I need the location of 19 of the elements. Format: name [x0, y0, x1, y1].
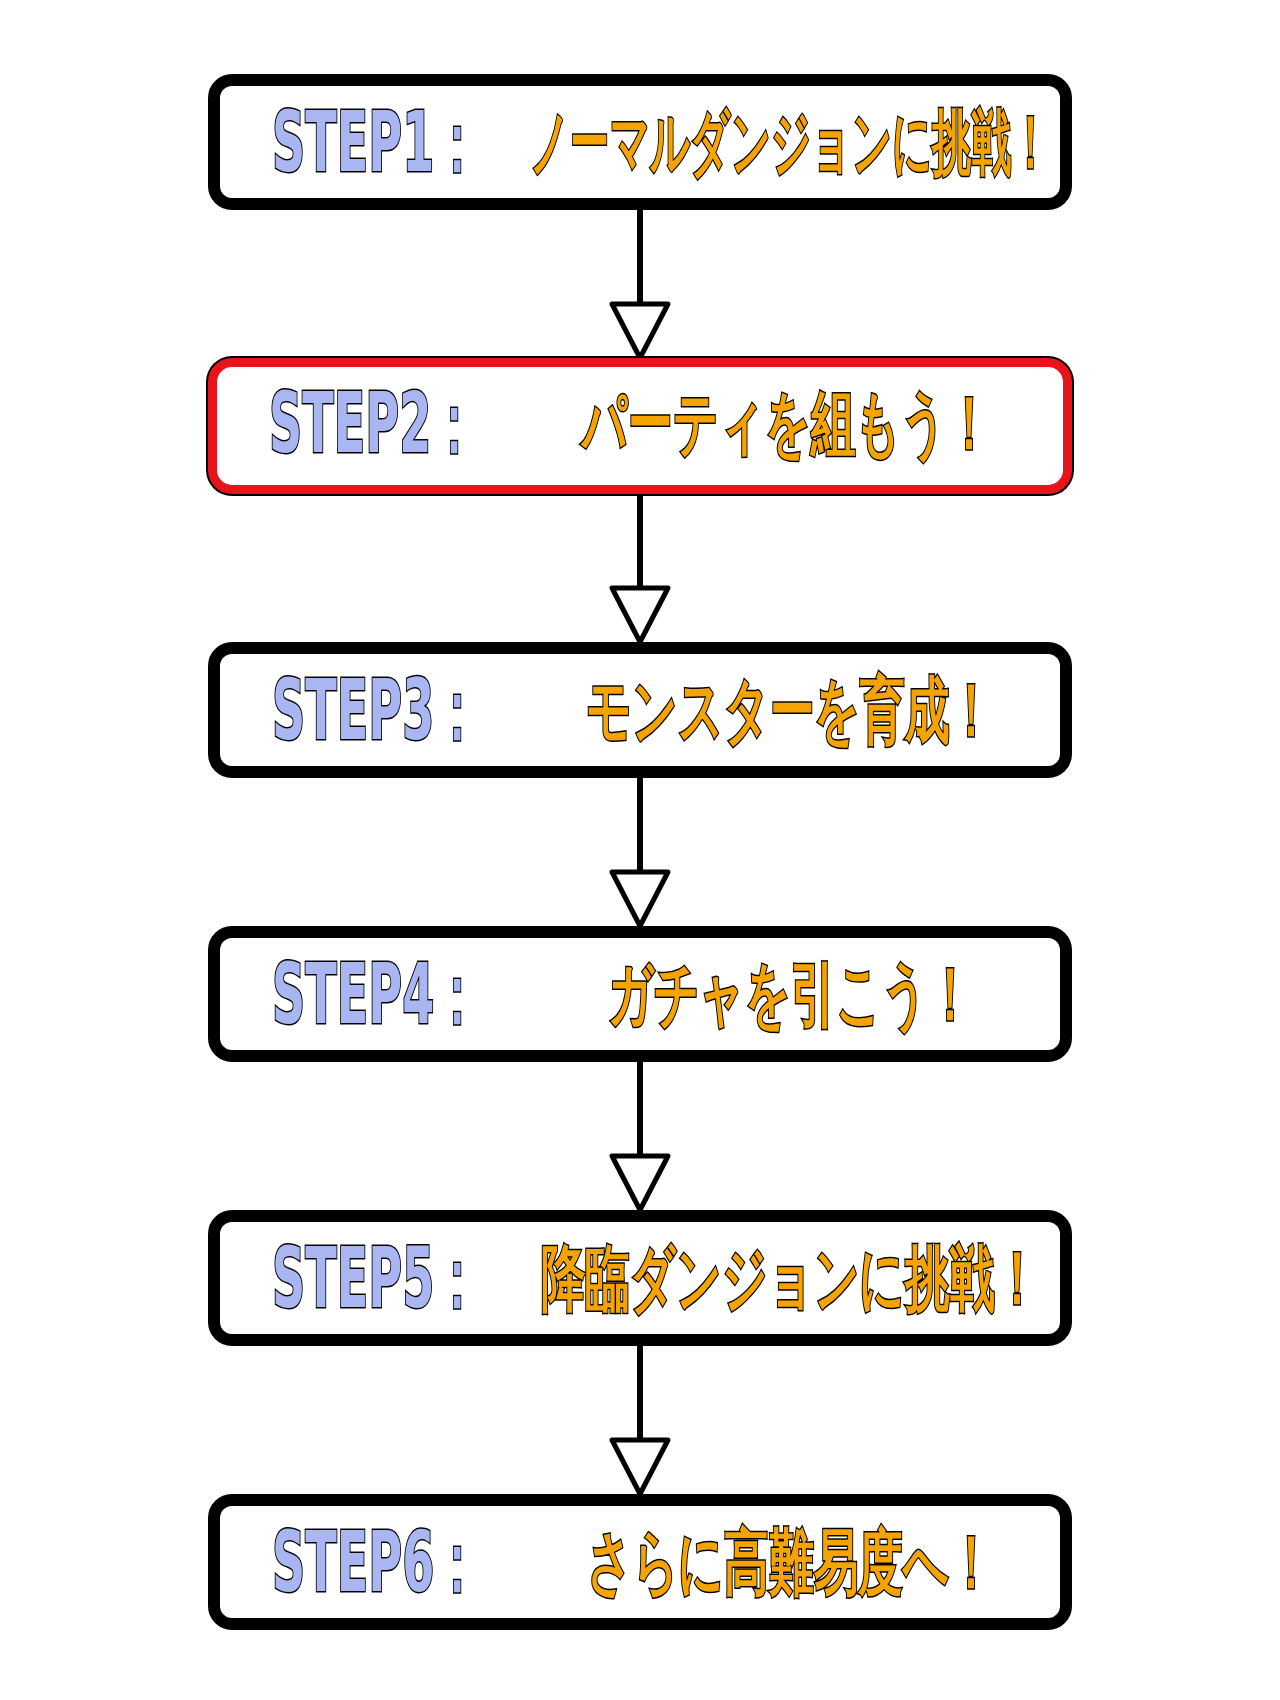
step-title: ノーマルダンジョンに挑戦！: [530, 106, 1050, 178]
step-label: STEP2：: [269, 381, 478, 465]
step-label: STEP3：: [272, 668, 481, 752]
step-box: [208, 1494, 1072, 1630]
step-box: [208, 926, 1072, 1062]
step-title: 降臨ダンジョンに挑戦！: [540, 1242, 1040, 1314]
step-box: [208, 74, 1072, 210]
arrow: [609, 1346, 671, 1497]
step-label: STEP4：: [272, 952, 481, 1036]
arrow: [609, 494, 671, 645]
step-label: STEP5：: [272, 1236, 481, 1320]
step-box: [208, 642, 1072, 778]
step-box: [208, 1210, 1072, 1346]
arrow: [609, 1062, 671, 1213]
step-label: STEP6：: [272, 1520, 481, 1604]
step-box: [208, 358, 1072, 494]
arrow: [609, 778, 671, 929]
step-label: STEP1：: [272, 100, 481, 184]
step-title: さらに高難易度へ！: [586, 1526, 994, 1598]
